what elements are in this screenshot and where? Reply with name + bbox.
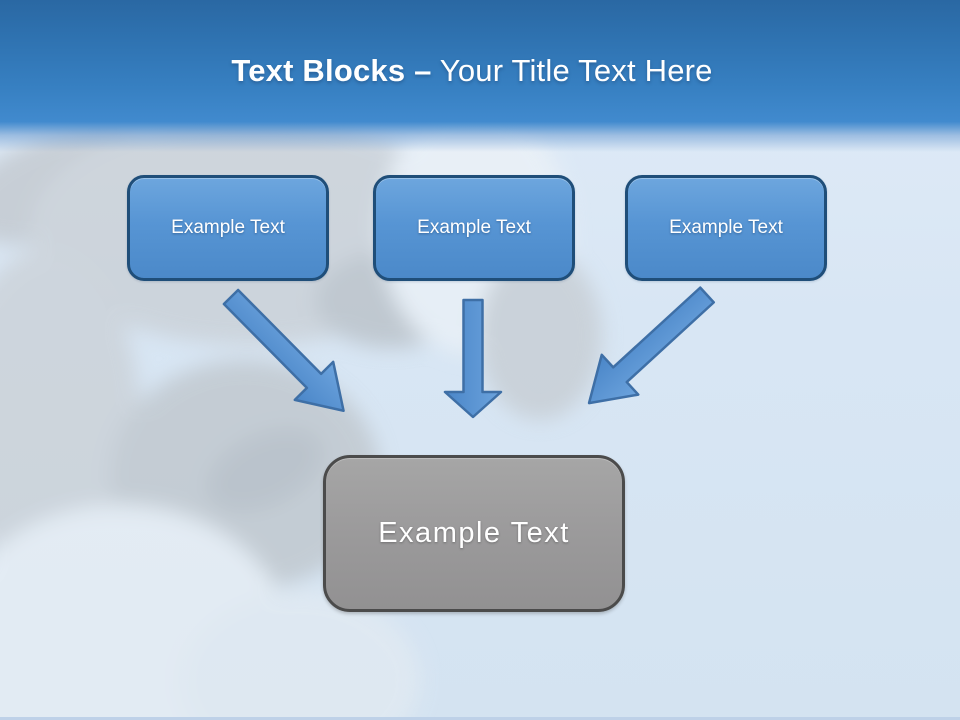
text-block-2-label: Example Text [417, 217, 531, 238]
bottom-edge-strip [0, 717, 960, 720]
slide-title-bold: Text Blocks – [231, 53, 432, 88]
text-block-3: Example Text [625, 175, 827, 281]
header-band [0, 0, 960, 152]
slide-title-regular: Your Title Text Here [431, 53, 713, 88]
result-block: Example Text [323, 455, 625, 612]
text-block-1: Example Text [127, 175, 329, 281]
text-block-2: Example Text [373, 175, 575, 281]
slide-title: Text Blocks – Your Title Text Here [0, 52, 944, 90]
result-block-label: Example Text [378, 517, 570, 549]
text-block-1-label: Example Text [171, 217, 285, 238]
text-block-3-label: Example Text [669, 217, 783, 238]
